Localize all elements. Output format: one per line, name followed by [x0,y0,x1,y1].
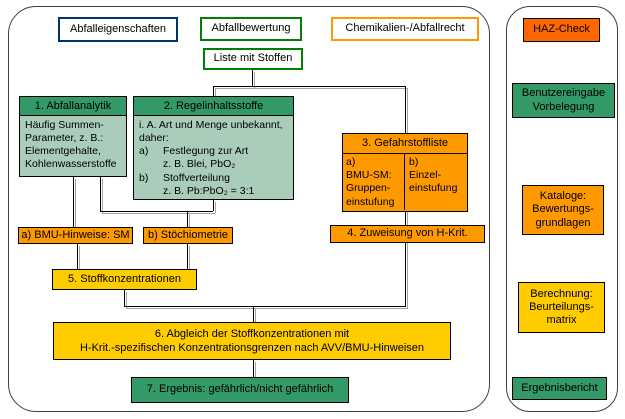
node-abfallanalytik: 1. Abfallanalytik Häufig Summen- Paramet… [19,96,127,177]
connector-box5-down [124,290,125,306]
item-a-label: a) [139,145,149,158]
node-gefahrstoffliste-col-b: b) Einzel- einstufung [409,156,458,195]
legend-chemikalien-abfallrecht: Chemikalien-/Abfallrecht [331,17,479,41]
node-zuweisung-h-krit: 4. Zuweisung von H-Krit. [330,225,485,243]
node-abgleich-konzentrationen: 6. Abgleich der Stoffkonzentrationen mit… [53,322,451,360]
node-bmu-hinweise-sm: a) BMU-Hinweise: SM [18,227,133,244]
node-regelinhaltsstoffe-title: 2. Regelinhaltsstoffe [134,97,293,116]
legend-abfallbewertung: Abfallbewertung [200,17,302,41]
node-stoechiometrie: b) Stöchiometrie [143,227,233,244]
sidebar-berechnung: Berechnung: Beurteilungs- matrix [518,282,605,333]
node-stoffkonzentrationen: 5. Stoffkonzentrationen [52,269,197,290]
node-gefahrstoffliste-title: 3. Gefahrstoffliste [343,134,467,155]
sidebar-haz-check: HAZ-Check [523,18,600,42]
sidebar-kataloge: Kataloge: Bewertungs- grundlagen [522,185,604,235]
connector-merge-horizontal [100,211,213,212]
connector-box2-down [213,200,214,211]
node-regelinhaltsstoffe-intro: i. A. Art und Menge unbekannt, daher: [139,119,283,145]
connector-box1-down [100,177,101,211]
item-b-label: b) [139,171,149,184]
sidebar-ergebnisbericht: Ergebnisbericht [512,377,607,400]
connector-b-to-box5 [187,244,188,269]
connector-bottom-horizontal [124,306,406,307]
connector-box6-to-box7 [253,360,254,377]
node-liste-mit-stoffen: Liste mit Stoffen [203,48,303,70]
node-gefahrstoffliste-col-a: a) BMU-SM: Gruppen- einstufung [343,154,405,211]
connector-liste-down [252,70,253,86]
connector-box1-to-a [73,177,74,227]
node-abfallanalytik-body: Häufig Summen- Parameter, z. B.: Element… [25,119,117,171]
connector-a-to-box5 [77,244,78,269]
connector-merge-to-b [187,211,188,227]
sidebar-benutzereingabe: Benutzereingabe Vorbelegung [512,83,615,118]
item-a-text: Festlegung zur Art z. B. Blei, PbO₂ [163,145,249,171]
node-regelinhaltsstoffe: 2. Regelinhaltsstoffe i. A. Art und Meng… [133,96,294,200]
connector-to-box2 [213,86,214,96]
connector-split-horizontal [213,86,406,87]
item-b-text: Stoffverteilung z. B. Pb:PbO₂ = 3:1 [163,171,255,197]
node-abfallanalytik-title: 1. Abfallanalytik [20,97,126,116]
node-ergebnis: 7. Ergebnis: gefährlich/nicht gefährlich [131,377,349,403]
legend-abfalleigenschaften: Abfalleigenschaften [58,17,178,42]
connector-to-box6 [253,306,254,322]
node-gefahrstoffliste: 3. Gefahrstoffliste a) BMU-SM: Gruppen- … [342,133,468,212]
